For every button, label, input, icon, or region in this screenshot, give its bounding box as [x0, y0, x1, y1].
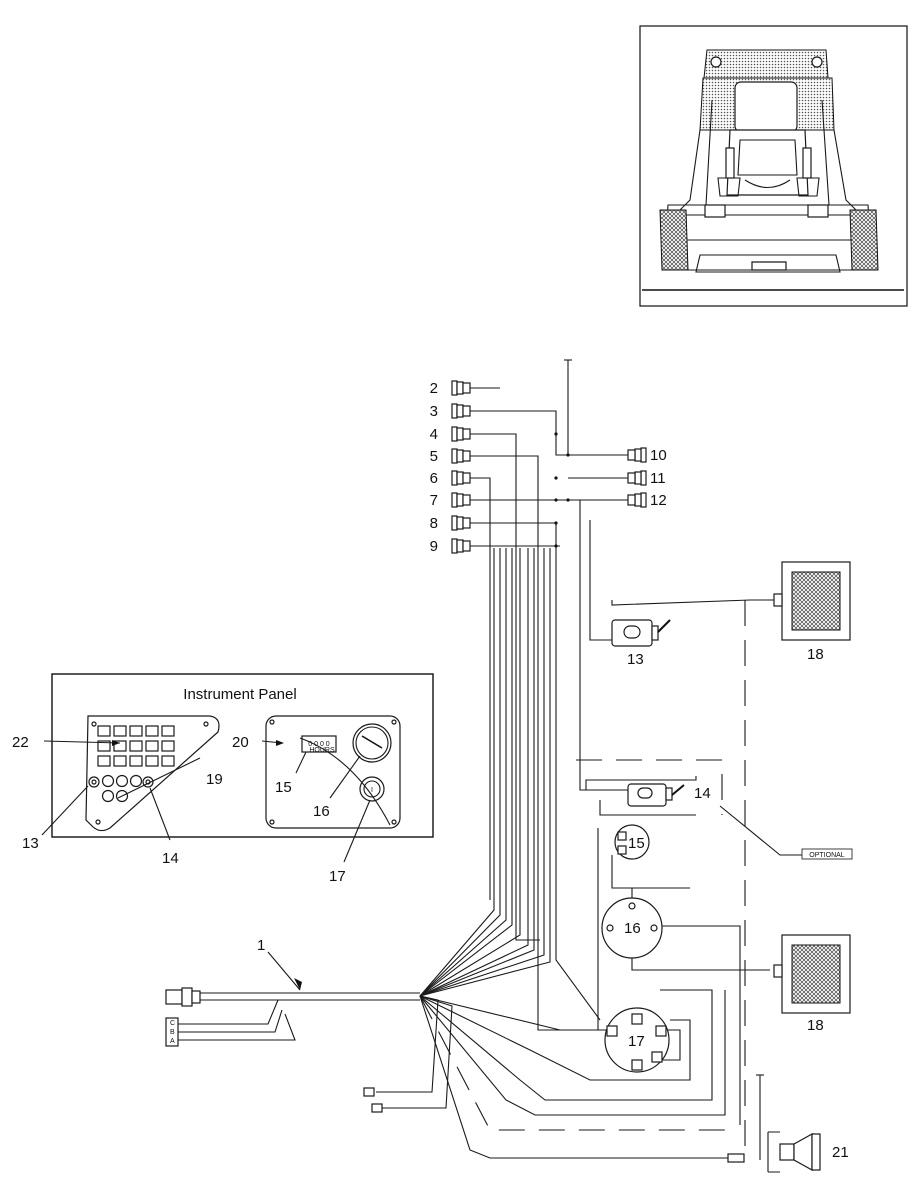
inset-callout-22: 22	[12, 734, 29, 751]
main-harness: C B A 1	[165, 937, 453, 1113]
panel-title: Instrument Panel	[183, 686, 296, 703]
connector-label-3: 3	[430, 403, 438, 420]
callout-gauge: 16	[624, 920, 641, 937]
inset-callout-20: 20	[232, 734, 249, 751]
connector-label-5: 5	[430, 448, 438, 465]
callout-horn: 21	[832, 1144, 849, 1161]
hourmeter-sub: HOURS	[309, 747, 335, 754]
connector-label-2: 2	[430, 380, 438, 397]
indicator-grid	[97, 725, 175, 767]
callout-switch-upper: 13	[627, 651, 644, 668]
inset-callout-13: 13	[22, 835, 39, 852]
connector-labels-left: 2 3 4 5 6 7 8 9	[430, 380, 438, 555]
plug-pin-b: B	[170, 1029, 175, 1036]
plug-pin-c: C	[170, 1020, 175, 1027]
callout-hourmeter: 15	[628, 835, 645, 852]
callout-switch-lower: 14	[694, 785, 711, 802]
inset-callout-19: 19	[206, 771, 223, 788]
horn: 21	[727, 1131, 849, 1173]
key-switch: 17	[604, 1007, 670, 1073]
hourmeter: 15	[612, 824, 690, 889]
connector-label-4: 4	[430, 426, 438, 443]
work-light-lower: 18	[773, 934, 851, 1034]
inset-callout-17: 17	[329, 868, 346, 885]
harness-wires	[419, 359, 780, 1160]
connector-label-7: 7	[430, 492, 438, 509]
callout-light-upper: 18	[807, 646, 824, 663]
callout-light-lower: 18	[807, 1017, 824, 1034]
callout-key-switch: 17	[628, 1033, 645, 1050]
connector-label-8: 8	[430, 515, 438, 532]
gauge: 16	[601, 897, 663, 959]
callout-harness: 1	[257, 937, 265, 954]
connector-label-10: 10	[650, 447, 667, 464]
connector-label-6: 6	[430, 470, 438, 487]
loader-inset	[639, 25, 908, 307]
inset-callout-15: 15	[275, 779, 292, 796]
optional-label: OPTIONAL	[809, 852, 845, 859]
connector-label-9: 9	[430, 538, 438, 555]
hourmeter-face: 0 0 0 0	[308, 741, 330, 748]
plug-pin-a: A	[170, 1038, 175, 1045]
instrument-panel-inset: Instrument Panel	[12, 673, 434, 885]
toggle-switch-upper: 13	[611, 619, 671, 668]
connector-stack-right: 10 11 12	[627, 447, 667, 509]
inset-callout-16: 16	[313, 803, 330, 820]
connector-label-12: 12	[650, 492, 667, 509]
key-symbol: I	[371, 787, 373, 794]
toggle-switch-lower: 14 OPTIONAL	[627, 783, 853, 860]
connector-label-11: 11	[650, 470, 666, 487]
connector-stack	[451, 380, 500, 554]
inset-callout-14: 14	[162, 850, 179, 867]
work-light-upper: 18	[773, 561, 851, 663]
